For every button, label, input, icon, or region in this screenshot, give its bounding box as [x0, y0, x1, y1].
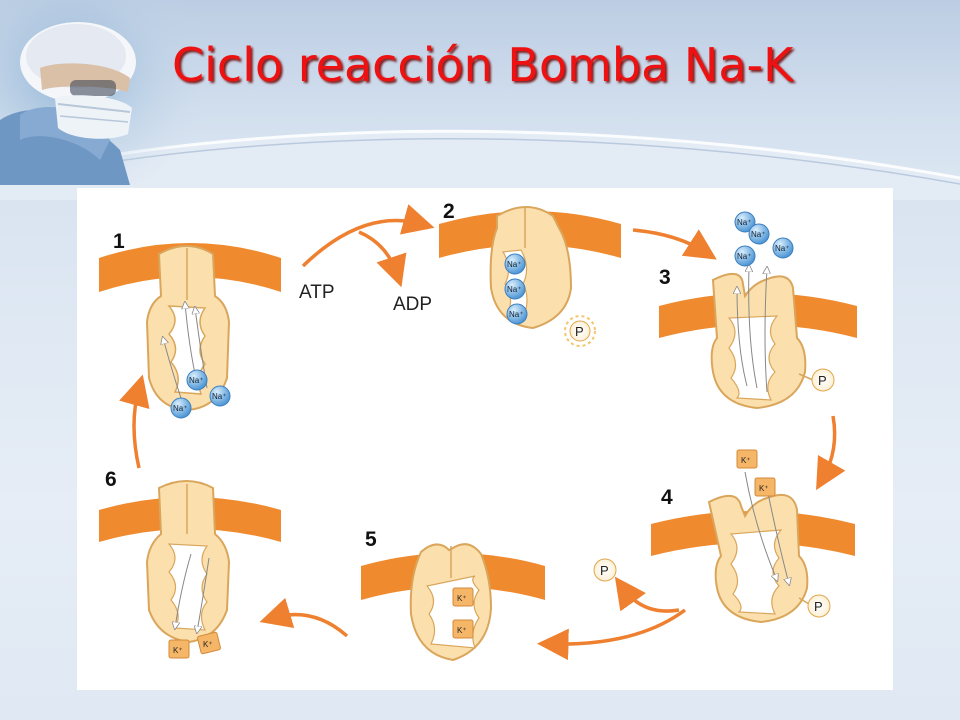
pump-state-1: Na⁺ Na⁺ Na⁺	[99, 243, 281, 419]
phosphate-group: P	[798, 368, 835, 392]
diagram-panel: Na⁺ Na⁺ Na⁺ 1 Na⁺ Na⁺ Na⁺ P 2 ATP ADP Na…	[77, 188, 893, 690]
svg-text:Na⁺: Na⁺	[212, 392, 226, 401]
pump-state-4: K⁺ K⁺ P	[651, 449, 855, 624]
potassium-ion: K⁺	[754, 477, 776, 497]
sodium-ion: Na⁺	[170, 397, 192, 419]
svg-text:P: P	[818, 373, 827, 388]
cycle-arrow	[259, 597, 349, 638]
svg-text:P: P	[575, 324, 584, 339]
svg-text:Na⁺: Na⁺	[509, 310, 523, 319]
step-number: 3	[659, 266, 671, 289]
adp-release-arrow	[358, 230, 407, 288]
svg-text:K⁺: K⁺	[457, 594, 467, 603]
svg-text:K⁺: K⁺	[759, 484, 769, 493]
phosphate-group: P	[798, 594, 831, 618]
slide-title: Ciclo reacción Bomba Na-K	[172, 38, 794, 92]
step-number: 2	[443, 200, 455, 223]
svg-text:Na⁺: Na⁺	[173, 404, 187, 413]
phosphate-release-arrow	[614, 576, 680, 613]
cycle-arrow	[632, 228, 717, 260]
sodium-ion: Na⁺	[772, 237, 794, 259]
pump-state-5: K⁺ K⁺	[361, 543, 545, 662]
cycle-arrow	[537, 608, 687, 661]
step-number: 4	[661, 486, 673, 509]
svg-text:K⁺: K⁺	[203, 640, 213, 649]
svg-text:P: P	[600, 563, 609, 578]
released-phosphate: P	[593, 558, 617, 582]
pump-state-6: K⁺ K⁺	[99, 480, 281, 659]
svg-text:P: P	[814, 599, 823, 614]
svg-text:K⁺: K⁺	[741, 456, 751, 465]
sodium-ion: Na⁺	[504, 278, 526, 300]
sodium-ion: Na⁺	[209, 385, 231, 407]
na-k-pump-cycle-diagram: Na⁺ Na⁺ Na⁺ 1 Na⁺ Na⁺ Na⁺ P 2 ATP ADP Na…	[99, 200, 857, 662]
sodium-ion: Na⁺	[748, 223, 770, 245]
pump-state-3: Na⁺ Na⁺ Na⁺ Na⁺ P	[659, 211, 857, 410]
svg-text:Na⁺: Na⁺	[507, 260, 521, 269]
svg-text:K⁺: K⁺	[457, 626, 467, 635]
potassium-ion: K⁺	[452, 619, 474, 639]
atp-to-unit2-arrow	[301, 204, 435, 268]
sodium-ion: Na⁺	[504, 253, 526, 275]
svg-text:K⁺: K⁺	[173, 646, 183, 655]
potassium-ion: K⁺	[168, 639, 190, 659]
svg-text:Na⁺: Na⁺	[507, 285, 521, 294]
step-number: 5	[365, 528, 377, 551]
potassium-ion: K⁺	[736, 449, 758, 469]
sodium-ion: Na⁺	[734, 211, 756, 233]
adp-label: ADP	[393, 294, 432, 315]
cycle-arrow	[816, 415, 846, 491]
phosphate-group: P	[564, 315, 596, 347]
sodium-ion: Na⁺	[506, 303, 528, 325]
sodium-ion: Na⁺	[186, 369, 208, 391]
pump-state-2: Na⁺ Na⁺ Na⁺ P	[439, 206, 621, 347]
sodium-ion: Na⁺	[734, 245, 756, 267]
atp-label: ATP	[299, 282, 335, 303]
header-swoosh	[0, 129, 960, 200]
svg-text:Na⁺: Na⁺	[751, 230, 765, 239]
surgeon-photo	[0, 0, 200, 185]
svg-text:Na⁺: Na⁺	[775, 244, 789, 253]
step-number: 1	[113, 230, 125, 253]
svg-text:Na⁺: Na⁺	[737, 218, 751, 227]
svg-text:Na⁺: Na⁺	[189, 376, 203, 385]
step-number: 6	[105, 468, 117, 491]
cycle-arrow	[119, 374, 150, 469]
potassium-ion: K⁺	[452, 587, 474, 607]
potassium-ion: K⁺	[197, 631, 221, 655]
svg-text:Na⁺: Na⁺	[737, 252, 751, 261]
